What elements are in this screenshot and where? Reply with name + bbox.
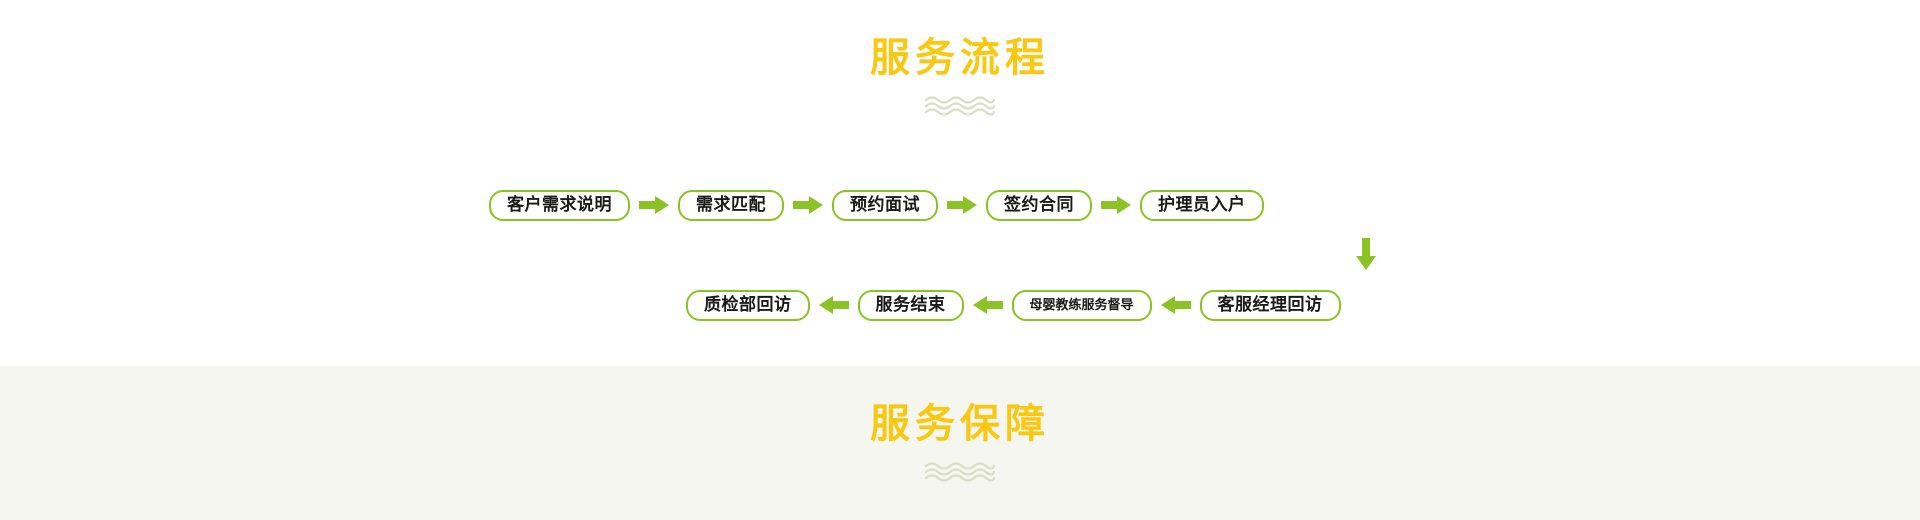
arrow-left-icon — [818, 296, 849, 314]
flow-step-box[interactable]: 客服经理回访 — [1199, 289, 1341, 321]
flow-arrow-right-1 — [630, 195, 678, 215]
flow-arrow-left-1 — [810, 295, 858, 315]
arrow-right-icon — [1101, 196, 1131, 214]
flow-step-label: 服务结束 — [875, 294, 946, 315]
service-flow-section: 服务流程 客户需求说明 需求匹配 — [0, 38, 1920, 323]
flow-step-label: 签约合同 — [1004, 194, 1074, 215]
flow-arrow-right-4 — [1092, 195, 1140, 215]
flow-step-box[interactable]: 护理员入户 — [1140, 189, 1264, 221]
flow-step-box[interactable]: 需求匹配 — [678, 189, 784, 221]
arrow-left-icon — [1160, 296, 1191, 314]
flow-step-box[interactable]: 签约合同 — [986, 189, 1092, 221]
arrow-right-icon — [639, 196, 669, 214]
service-flow-heading-block: 服务流程 — [0, 38, 1920, 123]
flow-row-top: 客户需求说明 需求匹配 预约面试 — [489, 187, 1264, 223]
flow-step-label: 客服经理回访 — [1217, 294, 1323, 315]
flow-arrow-right-2 — [784, 195, 832, 215]
wave-divider-icon — [924, 462, 996, 482]
arrow-down-icon — [1356, 238, 1376, 270]
flow-step-label: 母婴教练服务督导 — [1029, 297, 1134, 313]
flow-step-box[interactable]: 质检部回访 — [686, 289, 810, 321]
flow-step-box[interactable]: 预约面试 — [832, 189, 938, 221]
flow-arrow-down-connector — [1349, 236, 1383, 272]
flow-step-label: 需求匹配 — [696, 194, 766, 215]
flow-step-box[interactable]: 母婴教练服务督导 — [1011, 289, 1152, 321]
service-guarantee-heading-block: 服务保障 — [0, 404, 1920, 489]
arrow-right-icon — [793, 196, 823, 214]
wave-divider-icon — [924, 96, 996, 116]
arrow-right-icon — [947, 196, 977, 214]
flow-step-box[interactable]: 服务结束 — [857, 289, 964, 321]
flow-step-label: 护理员入户 — [1158, 194, 1246, 215]
flow-arrow-left-3 — [1152, 295, 1200, 315]
page-title-service-guarantee: 服务保障 — [870, 401, 1050, 447]
page-title-service-flow: 服务流程 — [870, 35, 1050, 81]
flow-step-box[interactable]: 客户需求说明 — [489, 189, 630, 221]
service-guarantee-section: 服务保障 — [0, 366, 1920, 520]
flow-arrow-right-3 — [938, 195, 986, 215]
arrow-left-icon — [972, 296, 1003, 314]
flow-row-bottom: 质检部回访 服务结束 母婴教练服务督导 — [686, 287, 1341, 323]
flow-step-label: 客户需求说明 — [507, 194, 612, 215]
flow-arrow-left-2 — [964, 295, 1012, 315]
flow-step-label: 质检部回访 — [704, 294, 792, 315]
flow-step-label: 预约面试 — [850, 194, 920, 215]
